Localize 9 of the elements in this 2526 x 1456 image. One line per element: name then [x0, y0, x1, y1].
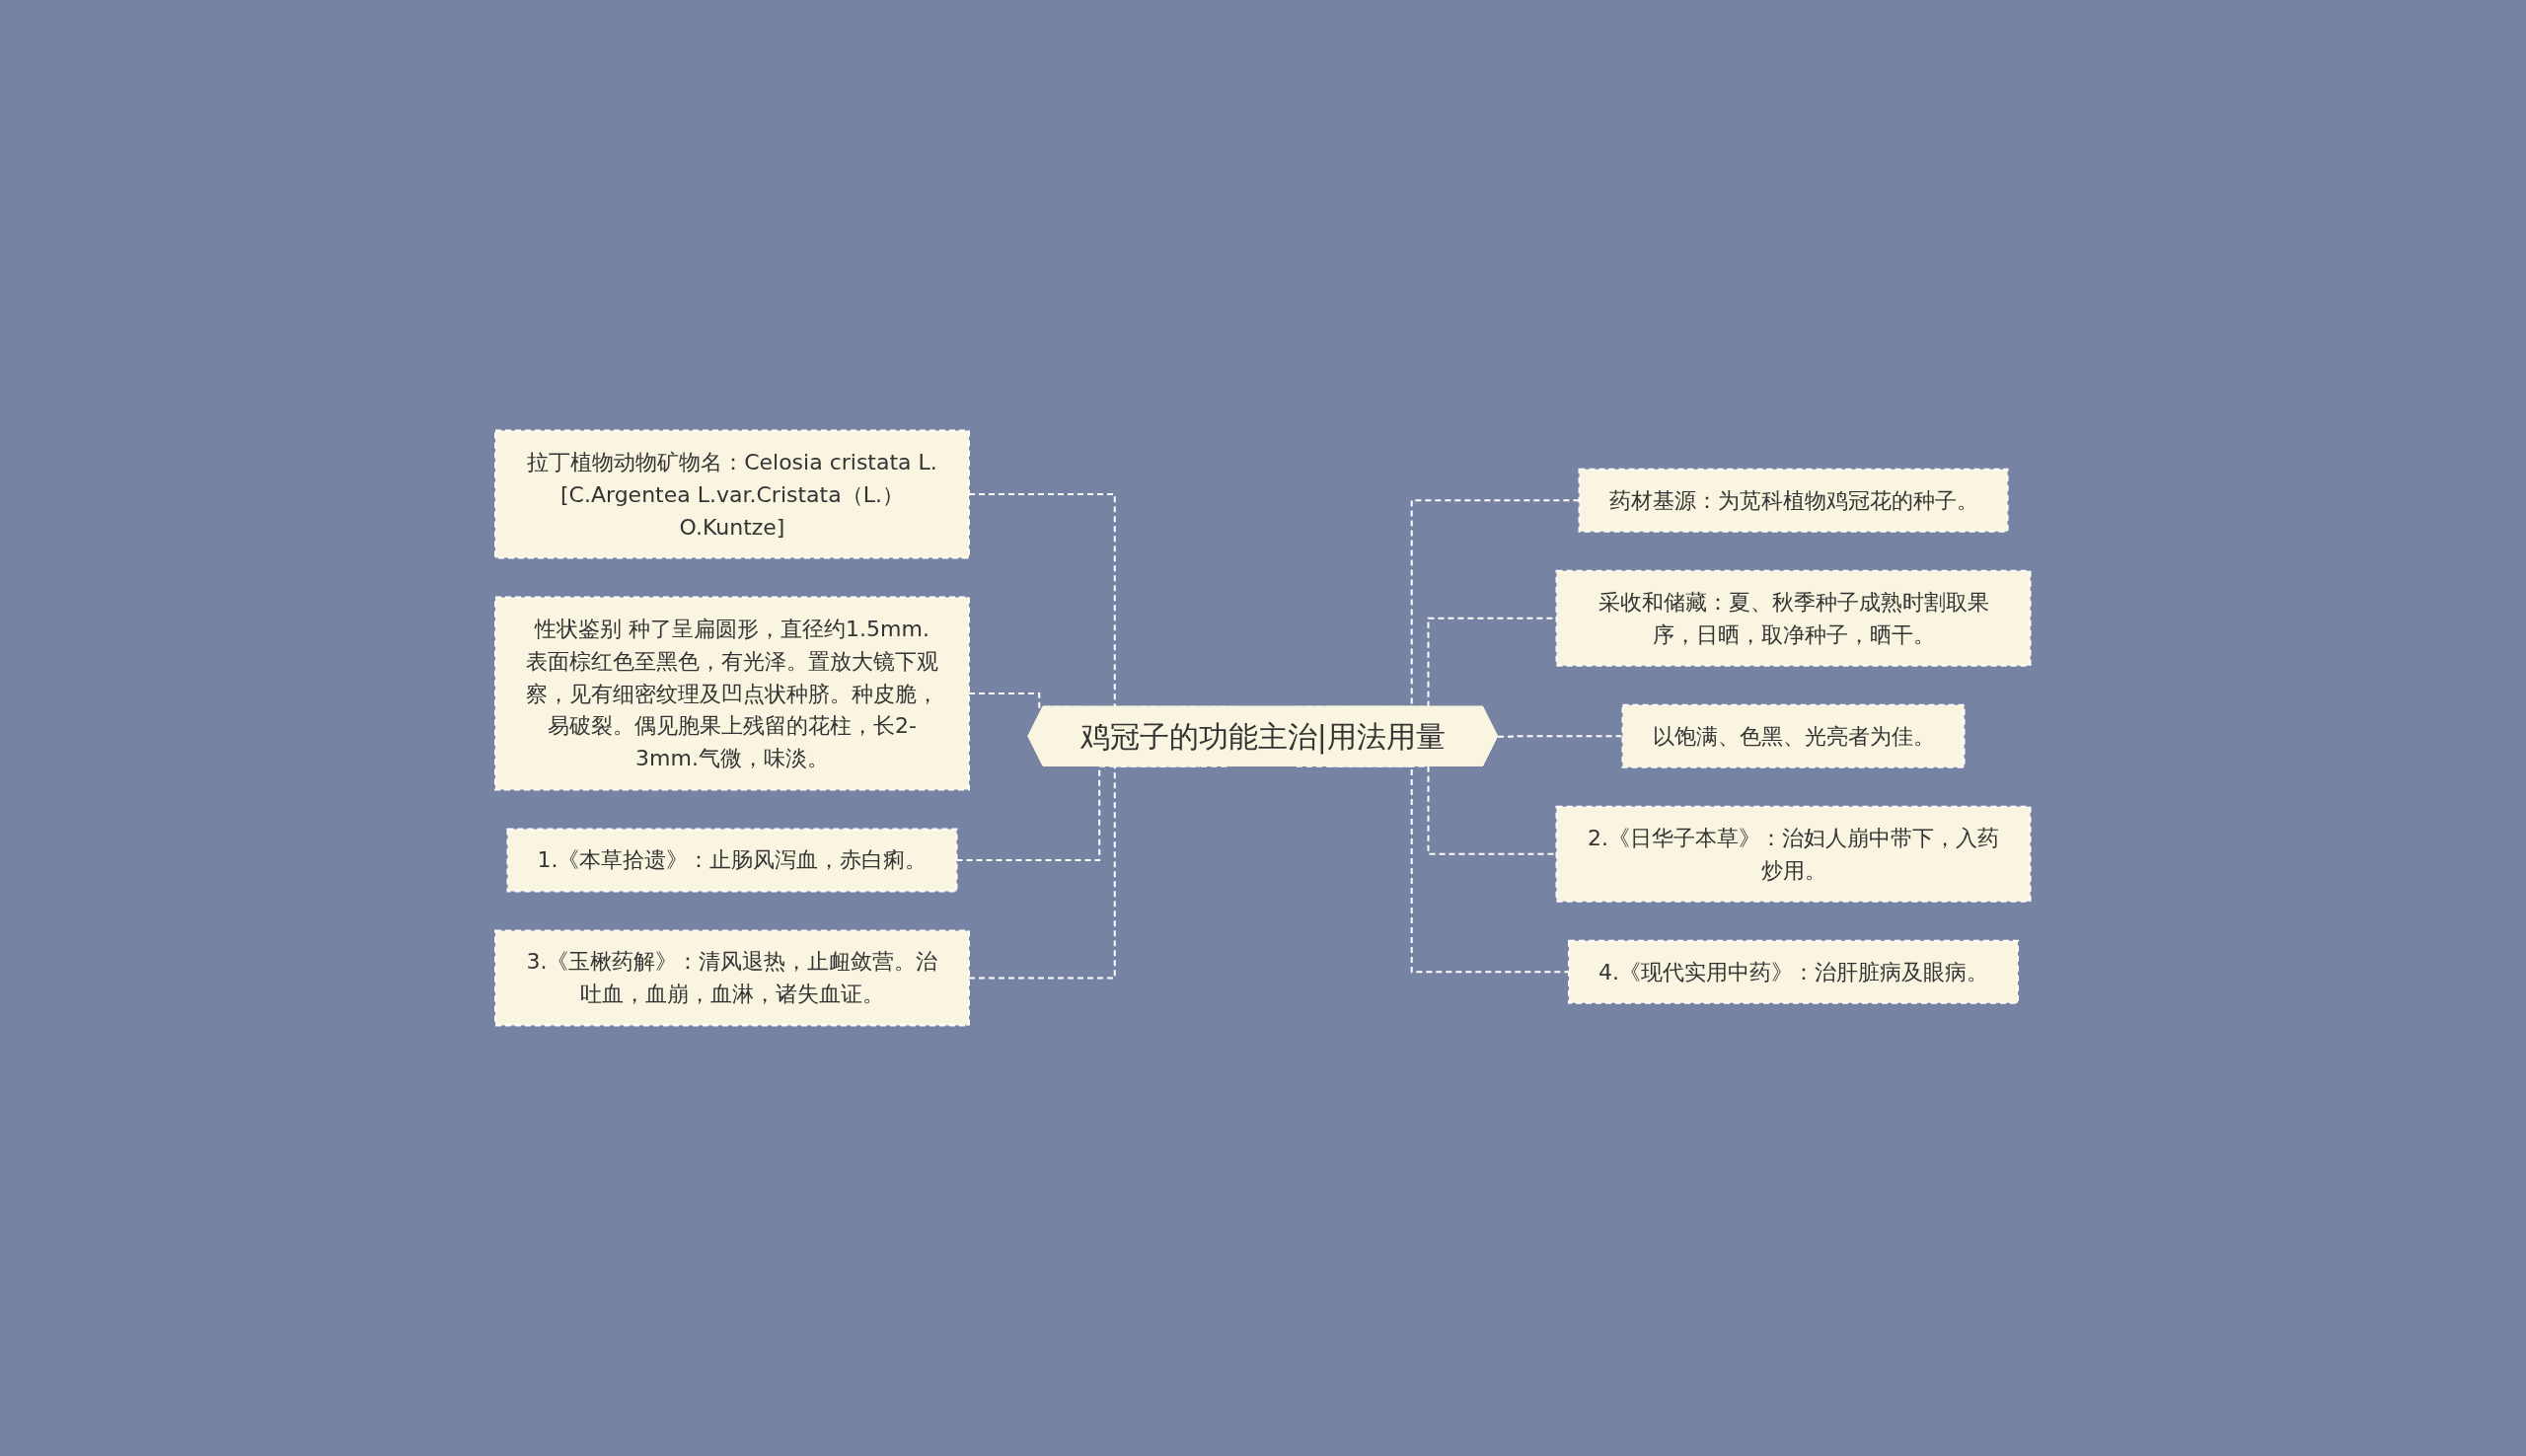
node-box: 采收和储藏：夏、秋季种子成熟时割取果序，日晒，取净种子，晒干。: [1555, 569, 2032, 667]
node-box: 药材基源：为苋科植物鸡冠花的种子。: [1578, 468, 2009, 533]
node-box: 2.《日华子本草》：治妇人崩中带下，入药炒用。: [1555, 805, 2032, 903]
node-box: 1.《本草拾遗》：止肠风泻血，赤白痢。: [506, 828, 958, 893]
node-box: 3.《玉楸药解》：清风退热，止衄敛营。治吐血，血崩，血淋，诸失血证。: [494, 929, 971, 1027]
node-box: 拉丁植物动物矿物名：Celosia cristata L.[C.Argentea L.var.Cristata（L.）O.Kuntze]: [494, 429, 971, 559]
node-box: 性状鉴别 种了呈扁圆形，直径约1.5mm.表面棕红色至黑色，有光泽。置放大镜下观察，见有细密纹理及凹点状种脐。种皮脆，易破裂。偶见胞果上残留的花柱，长2-3mm.气微，味淡。: [494, 596, 971, 791]
node-box: 4.《现代实用中药》：治肝脏病及眼病。: [1568, 939, 2020, 1004]
node-box: 以饱满、色黑、光亮者为佳。: [1621, 703, 1966, 768]
